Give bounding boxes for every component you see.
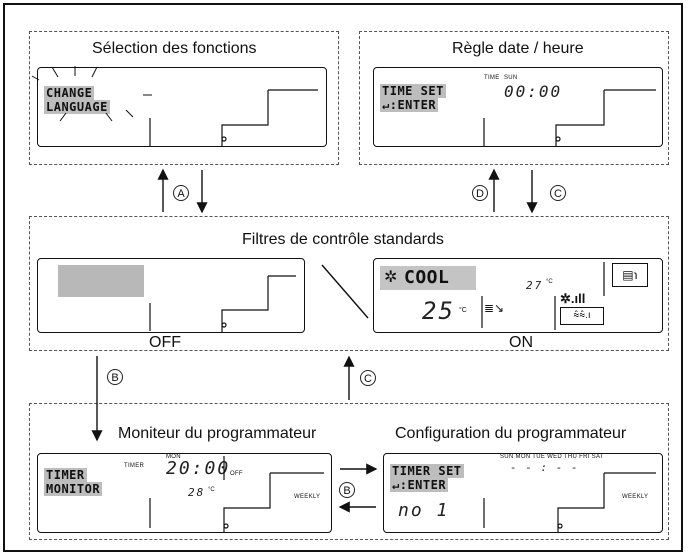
off-on-diagonal (321, 264, 369, 319)
panel-title-function-selection: Sélection des fonctions (92, 40, 257, 57)
vane-icon: ≣↘ (484, 301, 505, 315)
panel-title-standard-control: Filtres de contrôle standards (242, 231, 444, 248)
lcd-line-enter-timer: ↵:ENTER (390, 478, 449, 492)
lcd-line-monitor: MONITOR (44, 482, 103, 496)
lcd-line-enter: ↵:ENTER (380, 98, 439, 112)
caption-off: OFF (149, 334, 181, 351)
lcd-off (37, 258, 305, 333)
mode-highlight (380, 266, 476, 290)
arrow-label-b-timer: B (339, 482, 355, 498)
lcd-segments-on (481, 262, 605, 330)
lcd-line-time-set: TIME SET (380, 84, 446, 98)
lcd-segments-top-left (149, 89, 318, 147)
lcd-line-change: CHANGE (44, 86, 95, 100)
lcd-function-selection: CHANGE LANGUAGE (37, 67, 327, 147)
label-timer: TIMER (124, 463, 145, 469)
panel-title-timer-config: Configuration du programmateur (395, 425, 627, 442)
label-weekly-monitor: WEEKLY (294, 494, 321, 500)
label-weekdays: SUN MON TUE WED THU FRI SAT (500, 454, 604, 460)
set-temp-display: 25 (422, 297, 455, 325)
lcd-date-time: TIME SET ↵:ENTER TIME SUN 00:00 (373, 67, 663, 147)
clock-display: 00:00 (504, 82, 563, 101)
panel-date-time (359, 31, 669, 165)
arrow-label-c-top: C (550, 185, 566, 201)
lcd-off-highlight (58, 265, 144, 297)
lcd-on: ✲ COOL 25 °C 27 °C ≣↘ ✲.ıll ⩯⩯.ı ▤℩ (373, 258, 663, 333)
panel-function-selection (29, 31, 339, 165)
panel-timer (29, 403, 669, 540)
room-temp-display: 27 (526, 279, 544, 292)
fan-speed-icon: ✲.ıll (560, 291, 586, 306)
arrow-label-a: A (173, 185, 189, 201)
lcd-segments-top-right (483, 89, 656, 147)
lcd-line-language: LANGUAGE (44, 100, 110, 114)
label-weekly-config: WEEKLY (622, 494, 649, 500)
fan-icon: ✲ (384, 269, 398, 286)
mode-display: COOL (404, 267, 450, 288)
lcd-line-timer-set: TIMER SET (390, 464, 464, 478)
caption-on: ON (509, 334, 533, 351)
lcd-segments-timer-monitor (149, 456, 324, 533)
set-temp-unit: °C (459, 307, 467, 314)
arrow-label-d: D (472, 185, 488, 201)
lcd-segments-off (149, 275, 296, 333)
outer-frame (3, 3, 683, 552)
lcd-line-timer: TIMER (44, 468, 87, 482)
arrow-label-c-mid: C (360, 370, 376, 386)
label-sun: SUN (504, 75, 518, 81)
timer-temp-unit: °C (208, 487, 215, 493)
lcd-timer-monitor: TIMER MONITOR TIMER MON 20:00 OFF 28 °C … (37, 453, 332, 533)
program-number: no 1 (398, 500, 450, 521)
thermo-icon: ▤℩ (612, 263, 648, 287)
blink-marks (31, 66, 152, 122)
louver-icon: ⩯⩯.ı (560, 307, 604, 325)
arrow-label-b-left: B (107, 369, 123, 385)
lcd-segments-timer-config (483, 472, 656, 533)
panel-standard-control (29, 216, 669, 351)
label-off: OFF (230, 471, 243, 477)
label-mon: MON (166, 454, 181, 460)
panel-title-timer-monitor: Moniteur du programmateur (118, 425, 317, 442)
timer-set-clock: - - : - - (510, 461, 579, 474)
timer-temp-display: 28 (188, 486, 206, 499)
lcd-timer-config: TIMER SET ↵:ENTER SUN MON TUE WED THU FR… (383, 453, 663, 533)
timer-clock-display: 20:00 (166, 458, 231, 479)
label-time: TIME (484, 75, 500, 81)
room-temp-unit: °C (546, 279, 553, 285)
panel-title-date-time: Règle date / heure (452, 40, 584, 57)
